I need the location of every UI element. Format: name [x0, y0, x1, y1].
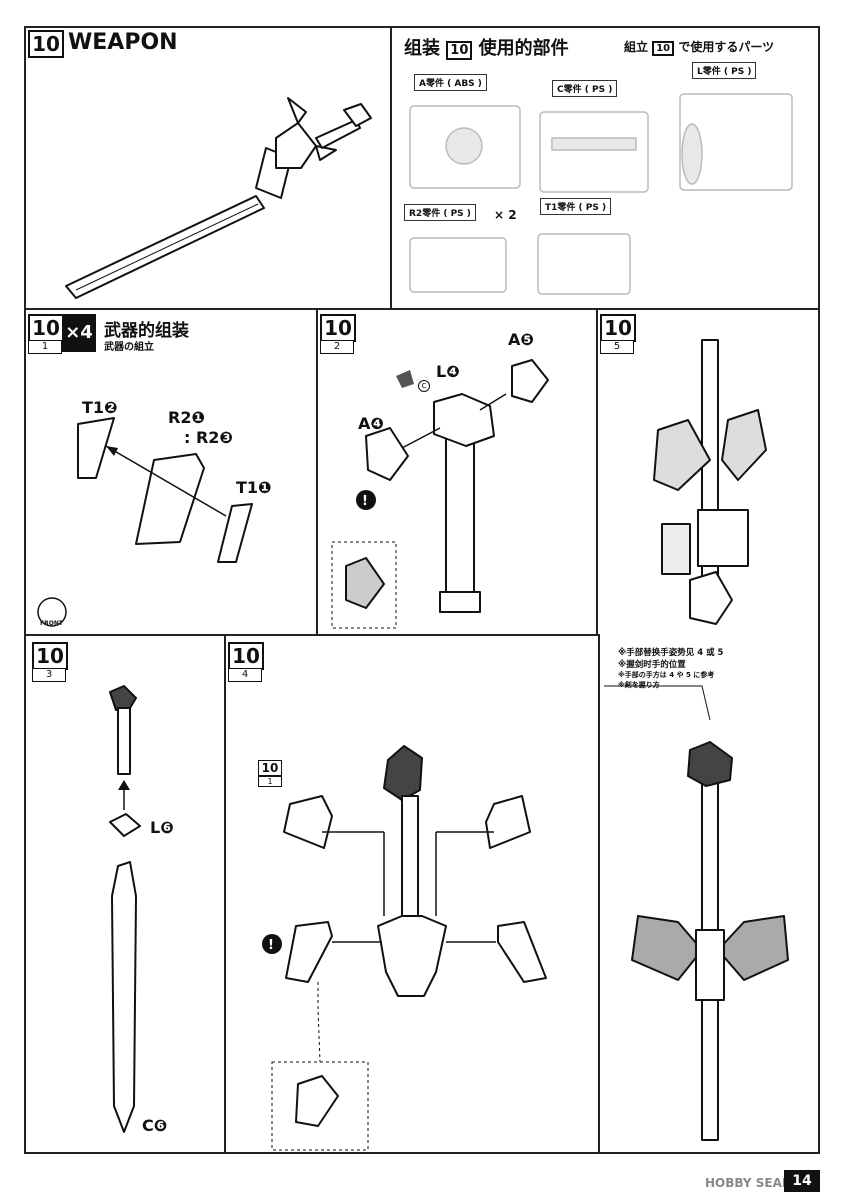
runner-c-material: ( PS ): [584, 85, 613, 95]
label-r2-1: R2❶: [168, 408, 205, 427]
parts-title-cn-prefix: 组装: [404, 38, 440, 59]
step-4-ref-number: 10: [258, 760, 282, 776]
step-number: 10: [28, 30, 64, 58]
step-3-number: 10: [32, 642, 68, 670]
label-t1-2: T1❷: [82, 398, 118, 417]
parts-title-step: 10: [446, 41, 473, 60]
runner-a-material: ( ABS ): [447, 79, 482, 89]
step-4-number: 10: [228, 642, 264, 670]
runner-t1-label: T1零件 ( PS ): [540, 198, 612, 215]
runner-r2-name: R2零件: [409, 209, 441, 219]
svg-text:!: !: [268, 938, 274, 953]
step-2-illustration: !: [331, 359, 549, 629]
step-4-panel: 10 4 10 1 !: [224, 634, 600, 1154]
step-5-illustration: [604, 339, 789, 1141]
step-1-multiplier: ×4: [62, 314, 96, 352]
step-5-note-2: ※握剑时手的位置: [618, 660, 686, 670]
label-l4: L❹: [436, 362, 460, 381]
runner-l-label: L零件 ( PS ): [692, 62, 757, 79]
runner-t1-material: ( PS ): [578, 203, 607, 213]
runner-sprues: [409, 93, 793, 295]
parts-title-jp: 組立 10 で使用するパーツ: [624, 38, 775, 56]
runner-r2-count: × 2: [494, 208, 517, 222]
step-5-note-1: ※手部替换手姿势见 4 或 5: [618, 648, 724, 658]
runner-c-name: C零件: [557, 85, 582, 95]
step-4-illustration: !: [262, 745, 547, 1151]
runner-l-name: L零件: [697, 67, 721, 77]
step-5-sub: 5: [600, 340, 634, 354]
label-a5: A❺: [508, 330, 534, 349]
label-t1-1: T1❶: [236, 478, 272, 497]
page-number: 14: [784, 1170, 820, 1192]
runner-a-label: A零件 ( ABS ): [414, 74, 487, 91]
step-3-sub: 3: [32, 668, 66, 682]
svg-text:!: !: [362, 494, 368, 509]
step-5-note-3: ※手部の手方は 4 や 5 に参考: [618, 671, 715, 679]
parts-panel: 组装 10 使用的部件 組立 10 で使用するパーツ A零件 ( ABS ) C…: [390, 26, 820, 310]
step-1-sub: 1: [28, 340, 62, 354]
parts-title-jp-step: 10: [652, 41, 675, 56]
step-1-illustration: [37, 417, 253, 627]
step-2-number: 10: [320, 314, 356, 342]
step-4-ref-sub: 1: [258, 776, 282, 787]
step-3-illustration: [109, 685, 141, 1133]
parts-title-jp-prefix: 組立: [624, 40, 649, 54]
step-5-panel: 10 5 ※手部替换手姿势见 4 或 5 ※握剑时手的位置 ※手部の手方は 4 …: [596, 308, 820, 1154]
label-l6: L❻: [150, 818, 174, 837]
runner-r2-material: ( PS ): [443, 209, 471, 219]
runner-r2-label: R2零件 ( PS ): [404, 204, 476, 221]
step-3-panel: 10 3 L❻ C❻: [24, 634, 226, 1154]
runner-a-name: A零件: [419, 79, 444, 89]
label-c6: C❻: [142, 1116, 168, 1135]
label-r2-3: : R2❸: [184, 428, 233, 447]
runner-l-material: ( PS ): [723, 67, 752, 77]
step-4-sub: 4: [228, 668, 262, 682]
page-title: WEAPON: [68, 30, 178, 55]
runner-c-label: C零件 ( PS ): [552, 80, 618, 97]
front-label: FRONT: [40, 620, 63, 627]
runner-t1-name: T1零件: [545, 203, 576, 213]
step-2-panel: 10 2 A❺ L❹ A❹ c !: [316, 308, 600, 636]
parts-title-cn-suffix: 使用的部件: [478, 38, 569, 59]
label-c: c: [418, 380, 430, 392]
label-a4: A❹: [358, 414, 384, 433]
parts-title-jp-suffix: で使用するパーツ: [678, 40, 775, 54]
sword-illustration: [65, 97, 372, 299]
footer-watermark: HOBBY SEARCH: [705, 1176, 810, 1190]
step-1-title-jp: 武器の組立: [104, 342, 154, 353]
step-2-sub: 2: [320, 340, 354, 354]
parts-title: 组装 10 使用的部件: [404, 34, 569, 60]
weapon-panel: 10 WEAPON: [24, 26, 392, 310]
step-5-note-4: ※剣を握り方: [618, 681, 660, 689]
step-1-panel: 10 1 ×4 武器的组装 武器の組立 T1❷ R2❶ : R2❸ T1❶ FR…: [24, 308, 320, 636]
step-1-title-cn: 武器的组装: [104, 321, 189, 341]
